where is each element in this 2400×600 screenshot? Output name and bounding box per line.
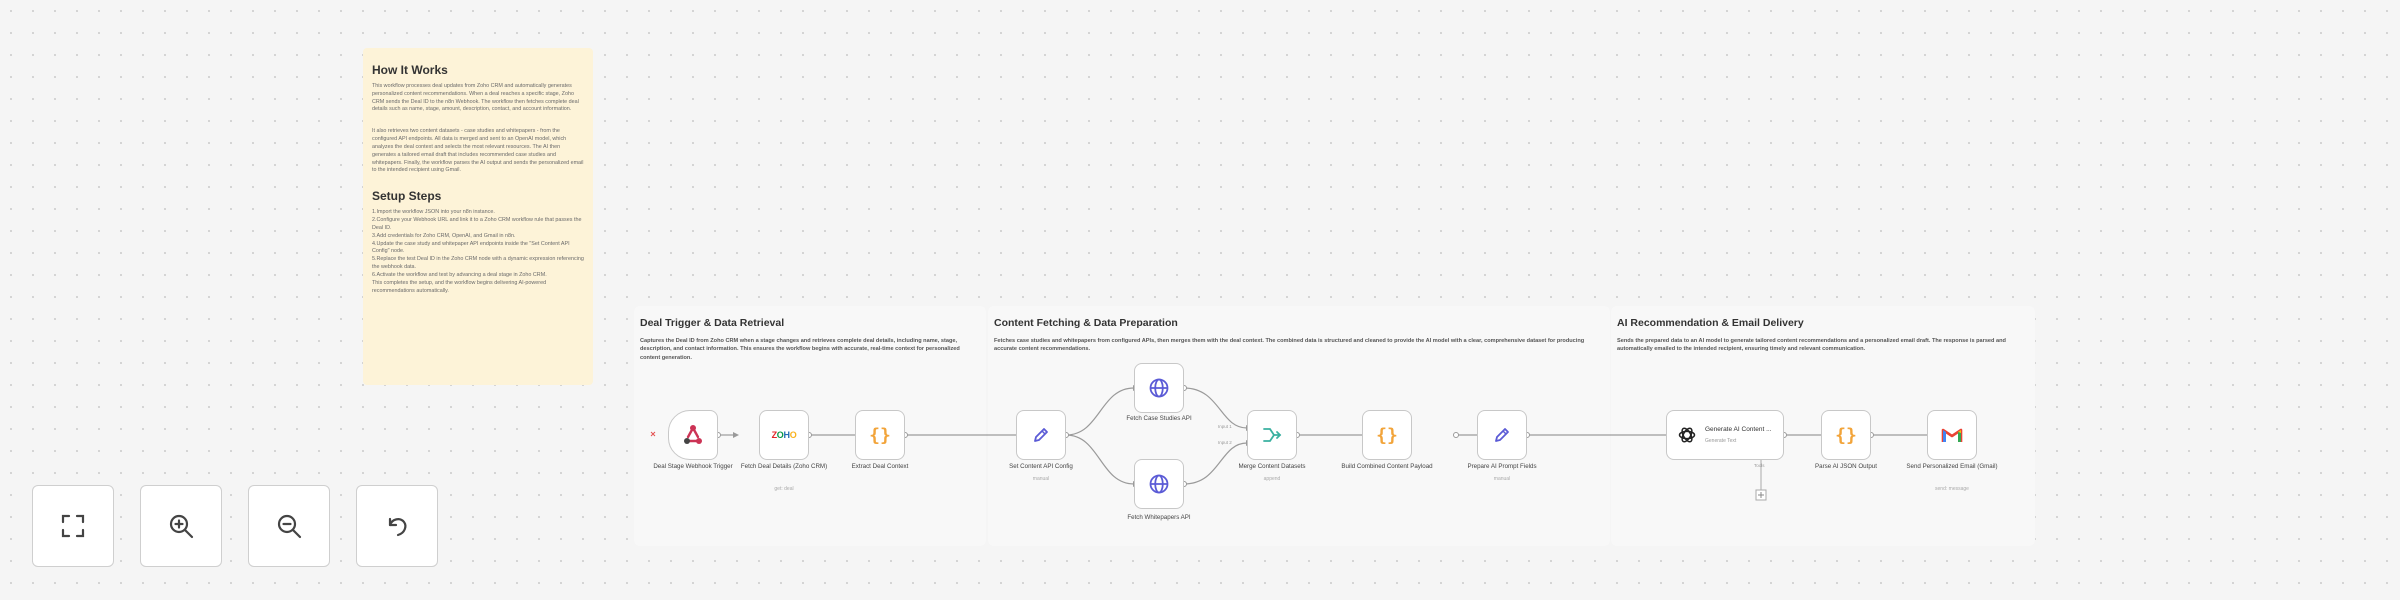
fetch-case-studies-label: Fetch Case Studies API [1126, 415, 1192, 422]
parse-ai-json-node[interactable]: {} [1821, 410, 1871, 460]
zoho-logo-icon: ZOHO [771, 430, 797, 440]
set-content-api-config-label: Set Content API Config [1009, 463, 1073, 470]
fetch-deal-details-label: Fetch Deal Details (Zoho CRM) [740, 463, 828, 470]
curly-braces-icon: {} [1376, 424, 1398, 446]
zoom-in-icon [169, 514, 194, 539]
merge-content-datasets-label: Merge Content Datasets [1238, 463, 1306, 470]
section-content-fetching-title: Content Fetching & Data Preparation [994, 317, 1178, 329]
section-ai-recommendation-desc: Sends the prepared data to an AI model t… [1617, 338, 2006, 353]
undo-button[interactable] [356, 485, 438, 567]
generate-ai-content-node[interactable]: Generate AI Content ... Generate Text [1666, 410, 1784, 460]
prepare-ai-prompt-sub: manual [1493, 476, 1511, 482]
parse-ai-json-label: Parse AI JSON Output [1815, 463, 1877, 470]
section-ai-recommendation-title: AI Recommendation & Email Delivery [1617, 317, 1804, 329]
build-combined-content-label: Build Combined Content Payload [1341, 463, 1433, 470]
prepare-ai-prompt-label: Prepare AI Prompt Fields [1467, 463, 1537, 470]
fit-view-icon [61, 514, 85, 538]
prepare-ai-prompt-node[interactable] [1477, 410, 1527, 460]
deal-stage-webhook-label: Deal Stage Webhook Trigger [653, 463, 733, 470]
build-combined-content-node[interactable]: {} [1362, 410, 1412, 460]
section-deal-trigger-title: Deal Trigger & Data Retrieval [640, 317, 785, 329]
pencil-icon [1034, 428, 1048, 442]
gmail-icon [1941, 428, 1963, 442]
fit-view-button[interactable] [32, 485, 114, 567]
undo-icon [388, 517, 407, 537]
merge-content-datasets-sub: append [1263, 476, 1281, 482]
curly-braces-icon: {} [869, 424, 891, 446]
merge-input-1-label: Input 1 [1218, 424, 1232, 429]
send-personalized-email-node[interactable] [1927, 410, 1977, 460]
openai-icon [1678, 427, 1696, 443]
setup-steps-title: Setup Steps [372, 189, 442, 204]
webhook-icon [684, 425, 702, 444]
send-personalized-email-label: Send Personalized Email (Gmail) [1906, 463, 1998, 470]
fetch-case-studies-node[interactable] [1134, 363, 1184, 413]
fetch-whitepapers-node[interactable] [1134, 459, 1184, 509]
globe-icon [1149, 474, 1169, 494]
send-personalized-email-sub: send: message [1935, 486, 1969, 492]
section-deal-trigger-desc: Captures the Deal ID from Zoho CRM when … [640, 338, 960, 361]
fetch-whitepapers-label: Fetch Whitepapers API [1127, 514, 1191, 521]
section-content-fetching-desc: Fetches case studies and whitepapers fro… [994, 338, 1585, 353]
globe-icon [1149, 378, 1169, 398]
fetch-deal-details-sub: get: deal [774, 486, 794, 492]
extract-deal-context-node[interactable]: {} [855, 410, 905, 460]
setup-steps-text: 1.Import the workflow JSON into your n8n… [372, 209, 584, 294]
generate-ai-content-sub: Generate Text [1705, 437, 1737, 444]
how-it-works-title: How It Works [372, 63, 448, 77]
pencil-icon [1495, 428, 1509, 442]
how-it-works-paragraph-2: It also retrieves two content datasets -… [372, 128, 584, 174]
zoom-out-icon [277, 514, 302, 539]
generate-ai-content-title: Generate AI Content ... [1705, 426, 1772, 434]
set-content-api-config-sub: manual [1032, 476, 1050, 482]
how-it-works-paragraph-1: This workflow processes deal updates fro… [372, 83, 579, 113]
how-it-works-note[interactable]: How It Works This workflow processes dea… [363, 48, 593, 385]
zoom-out-button[interactable] [248, 485, 330, 567]
merge-content-datasets-node[interactable] [1247, 410, 1297, 460]
set-content-api-config-node[interactable] [1016, 410, 1066, 460]
ai-tools-port-label: Tools [1754, 463, 1765, 468]
zoom-in-button[interactable] [140, 485, 222, 567]
extract-deal-context-label: Extract Deal Context [851, 463, 909, 470]
fetch-deal-details-node[interactable]: ZOHO [759, 410, 809, 460]
merge-input-2-label: Input 2 [1218, 440, 1232, 445]
merge-icon [1263, 428, 1282, 442]
deal-stage-webhook-node[interactable] [668, 410, 718, 460]
curly-braces-icon: {} [1835, 424, 1857, 446]
